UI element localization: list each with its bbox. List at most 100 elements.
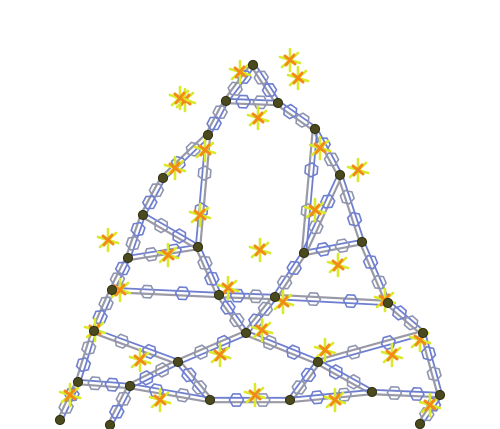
- metal-node: [356, 236, 368, 248]
- pf6-anion: [148, 387, 172, 413]
- phosphorus-atom: [309, 203, 321, 217]
- pf6-anion: [278, 47, 302, 73]
- metal-node: [72, 376, 84, 388]
- phosphorus-atom: [252, 111, 264, 125]
- phosphorus-atom: [114, 283, 126, 297]
- aromatic-ring: [362, 254, 379, 270]
- pf6-anion: [108, 277, 132, 303]
- metal-node: [312, 356, 324, 368]
- phosphorus-atom: [249, 388, 261, 402]
- linker-bond: [243, 294, 275, 333]
- metal-node-layer: [54, 59, 446, 429]
- aromatic-ring: [386, 385, 403, 401]
- aromatic-ring: [197, 255, 213, 271]
- linker-bond: [177, 334, 248, 365]
- pf6-anion: [193, 137, 217, 163]
- aromatic-ring: [323, 152, 340, 167]
- linker-bond: [304, 174, 344, 256]
- phosphorus-atom: [174, 91, 186, 105]
- aromatic-ring: [228, 312, 245, 328]
- linker-bond: [130, 363, 180, 389]
- linker-bond: [194, 246, 219, 297]
- aromatic-ring: [295, 112, 310, 129]
- metal-node: [220, 95, 232, 107]
- aromatic-ring: [139, 284, 156, 299]
- aromatic-ring: [143, 246, 159, 262]
- linker-bond: [302, 238, 363, 252]
- linker-bond: [139, 175, 163, 216]
- aromatic-ring: [346, 344, 362, 360]
- linker-bond: [275, 103, 315, 132]
- linker-bond: [305, 128, 319, 255]
- pf6-anion: [188, 202, 212, 228]
- linker-bond: [93, 328, 180, 361]
- pf6-anion: [58, 382, 82, 408]
- phosphorus-atom: [319, 343, 331, 357]
- linker-bond: [244, 333, 319, 366]
- linker-bond: [224, 102, 280, 107]
- linker-bond: [371, 388, 441, 394]
- aromatic-ring: [141, 195, 158, 210]
- phosphorus-atom: [199, 143, 211, 157]
- pf6-anion: [168, 85, 192, 111]
- linker-bond: [140, 215, 198, 251]
- aromatic-ring: [380, 334, 396, 351]
- aromatic-ring: [252, 95, 269, 110]
- aromatic-ring: [98, 296, 114, 311]
- aromatic-ring: [203, 271, 220, 286]
- aromatic-ring: [212, 105, 229, 120]
- metal-node: [54, 414, 66, 426]
- aromatic-ring: [334, 238, 351, 254]
- pf6-anion: [246, 105, 270, 131]
- aromatic-ring: [300, 367, 317, 383]
- aromatic-ring: [328, 363, 343, 380]
- pf6-anion: [208, 342, 232, 368]
- linker-bond: [160, 132, 208, 178]
- aromatic-ring: [319, 194, 336, 209]
- aromatic-ring: [286, 260, 303, 276]
- metal-node: [414, 418, 426, 429]
- aromatic-ring: [283, 103, 298, 120]
- linker-bond: [341, 173, 365, 243]
- linker-bond: [219, 292, 249, 333]
- aromatic-ring: [315, 241, 331, 257]
- aromatic-ring: [403, 314, 419, 331]
- linker-bond: [250, 65, 278, 106]
- pf6-anion: [303, 197, 327, 223]
- aromatic-ring: [174, 387, 191, 403]
- linker-bond: [76, 383, 131, 390]
- metal-node: [284, 394, 296, 406]
- aromatic-ring: [309, 390, 325, 405]
- aromatic-ring: [80, 340, 97, 356]
- linker-bond: [225, 97, 279, 102]
- aromatic-ring: [420, 345, 437, 362]
- linker-layer: [56, 62, 444, 427]
- metal-node: [269, 291, 281, 303]
- linker-bond: [111, 286, 221, 294]
- linker-bond: [315, 362, 373, 396]
- linker-bond: [111, 386, 133, 427]
- pf6-anion: [313, 337, 337, 363]
- aromatic-ring: [426, 366, 442, 382]
- metal-node: [247, 59, 259, 71]
- linker-bond: [388, 300, 426, 333]
- linker-bond: [226, 65, 256, 104]
- linker-bond: [199, 245, 222, 296]
- phosphorus-atom: [352, 163, 364, 177]
- pf6-anion: [228, 59, 252, 85]
- phosphorus-atom: [386, 348, 398, 362]
- aromatic-ring: [371, 274, 388, 290]
- aromatic-ring: [307, 220, 324, 235]
- linker-bond: [216, 295, 246, 336]
- aromatic-ring: [104, 377, 121, 392]
- aromatic-ring: [257, 301, 274, 317]
- aromatic-ring: [408, 386, 425, 402]
- metal-node: [334, 169, 346, 181]
- linker-bond: [300, 127, 314, 254]
- aromatic-ring: [92, 309, 109, 325]
- aromatic-ring: [346, 373, 361, 390]
- aromatic-ring: [197, 165, 212, 182]
- phosphorus-atom: [284, 53, 296, 67]
- phosphorus-atom: [134, 353, 146, 367]
